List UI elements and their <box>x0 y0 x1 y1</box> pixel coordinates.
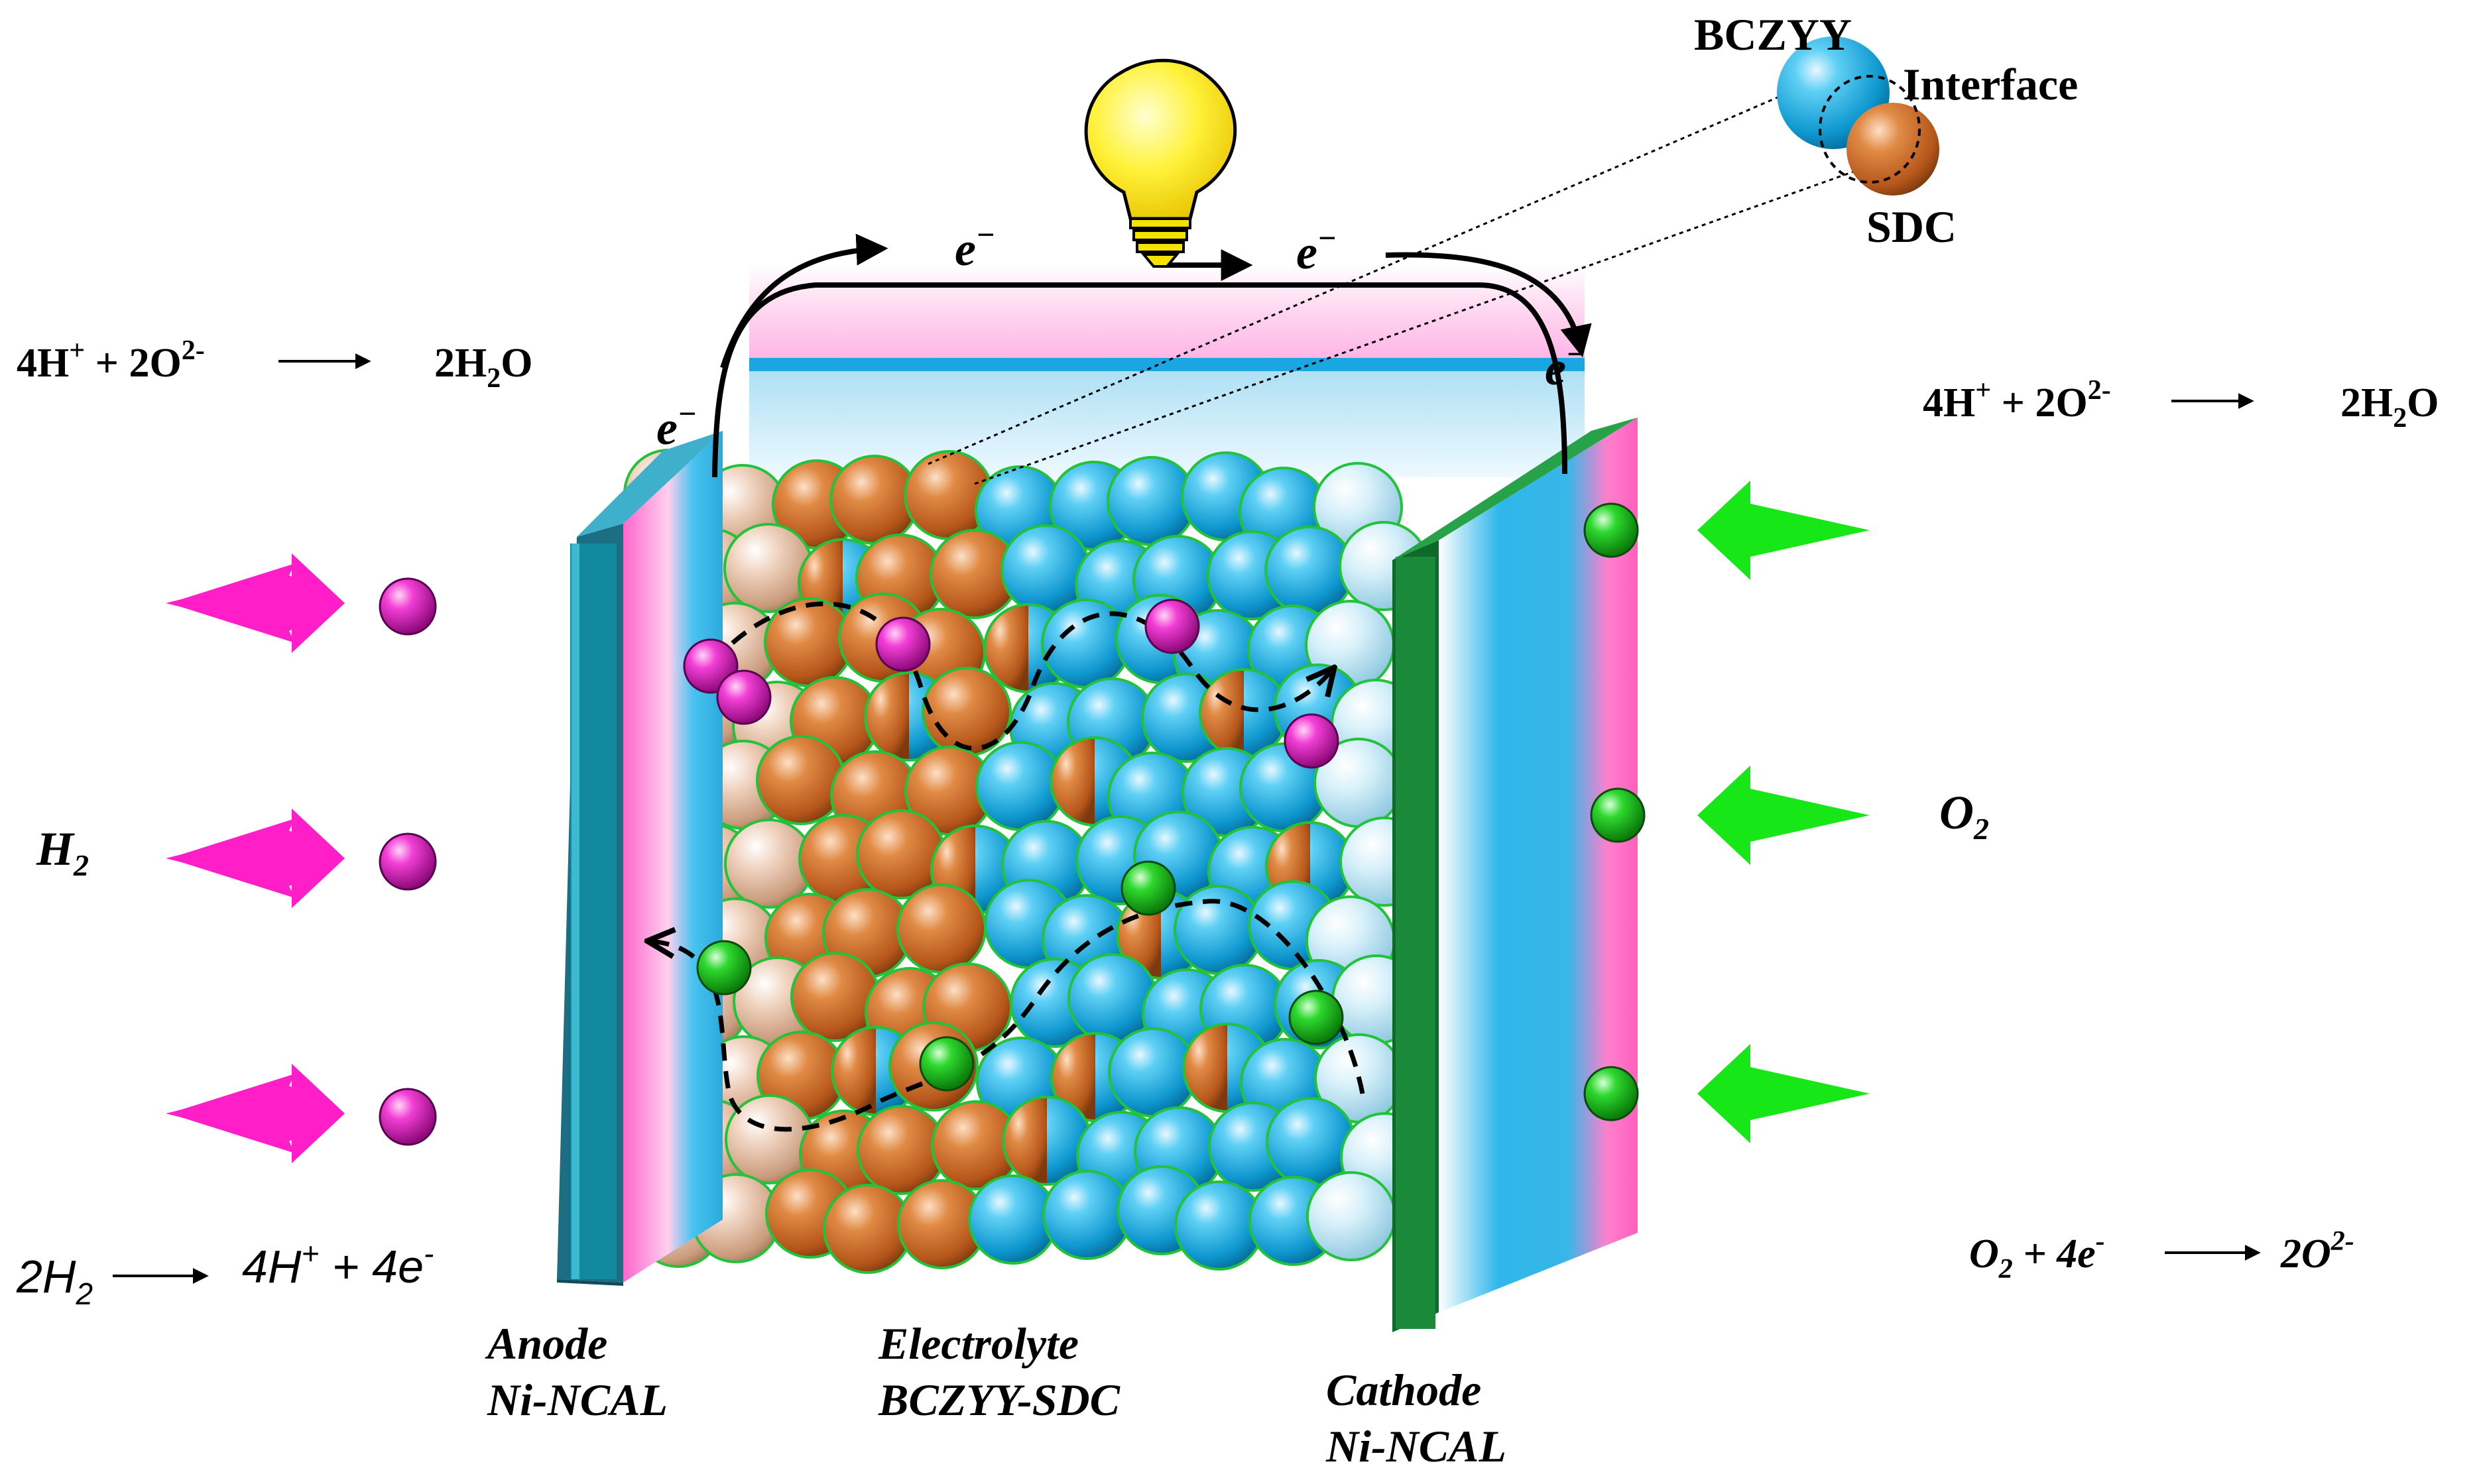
electron-label-1: e− <box>955 217 995 276</box>
svg-text:2H2O: 2H2O <box>2340 380 2439 433</box>
electron-label-3: e− <box>656 396 697 455</box>
electron-label-2: e− <box>1296 221 1337 279</box>
interface-inset <box>928 36 1939 485</box>
sdc-label: SDC <box>1866 201 1957 252</box>
ions-on-paths <box>683 599 1344 1092</box>
anode-label: Anode <box>485 1318 607 1369</box>
svg-text:4H+ + 2O2-: 4H+ + 2O2- <box>1923 375 2111 426</box>
svg-text:2O2-: 2O2- <box>2280 1226 2354 1277</box>
svg-text:O2 + 4e-: O2 + 4e- <box>1969 1226 2105 1284</box>
cathode-half-reaction: O2 + 4e- 2O2- <box>1969 1226 2354 1284</box>
interface-ring <box>1819 75 1921 184</box>
electrolyte-material-label: BCZYY-SDC <box>878 1375 1120 1425</box>
anode-half-reaction: 2H2 4H+ + 4e- <box>16 1236 434 1311</box>
o2-label: O2 <box>1939 786 1989 846</box>
h2-label: H2 <box>36 823 89 882</box>
anode-plate <box>557 431 723 1286</box>
sdc-sphere <box>1846 103 1939 196</box>
svg-text:4H+ + 2O2-: 4H+ + 2O2- <box>17 335 205 386</box>
interface-label: Interface <box>1903 59 2078 109</box>
oxidant-arrows <box>1583 481 1870 1143</box>
fuel-arrows <box>166 553 437 1163</box>
electrolyte-particles <box>623 449 1430 1274</box>
bczyy-label: BCZYY <box>1694 9 1852 60</box>
circuit-wire <box>712 282 1567 478</box>
svg-text:2H2O: 2H2O <box>434 341 532 394</box>
electrolyte-label: Electrolyte <box>878 1318 1079 1369</box>
electron-arrow-3 <box>1385 252 1592 358</box>
electron-arrow-1 <box>720 233 888 369</box>
water-reaction-left: 4H+ + 2O2- 2H2O <box>17 335 532 394</box>
top-plate <box>749 265 1585 477</box>
proton-path <box>711 601 1333 751</box>
svg-text:4H+ + 4e-: 4H+ + 4e- <box>242 1236 434 1292</box>
svg-text:2H2: 2H2 <box>16 1251 93 1311</box>
anode-material-label: Ni-NCAL <box>487 1375 668 1425</box>
cathode-material-label: Ni-NCAL <box>1325 1421 1506 1471</box>
cathode-label: Cathode <box>1326 1365 1481 1415</box>
light-bulb-icon <box>1084 58 1237 268</box>
water-reaction-right: 4H+ + 2O2- 2H2O <box>1923 375 2439 433</box>
electron-label-4: e− <box>1545 337 1585 395</box>
external-circuit <box>712 233 1592 478</box>
